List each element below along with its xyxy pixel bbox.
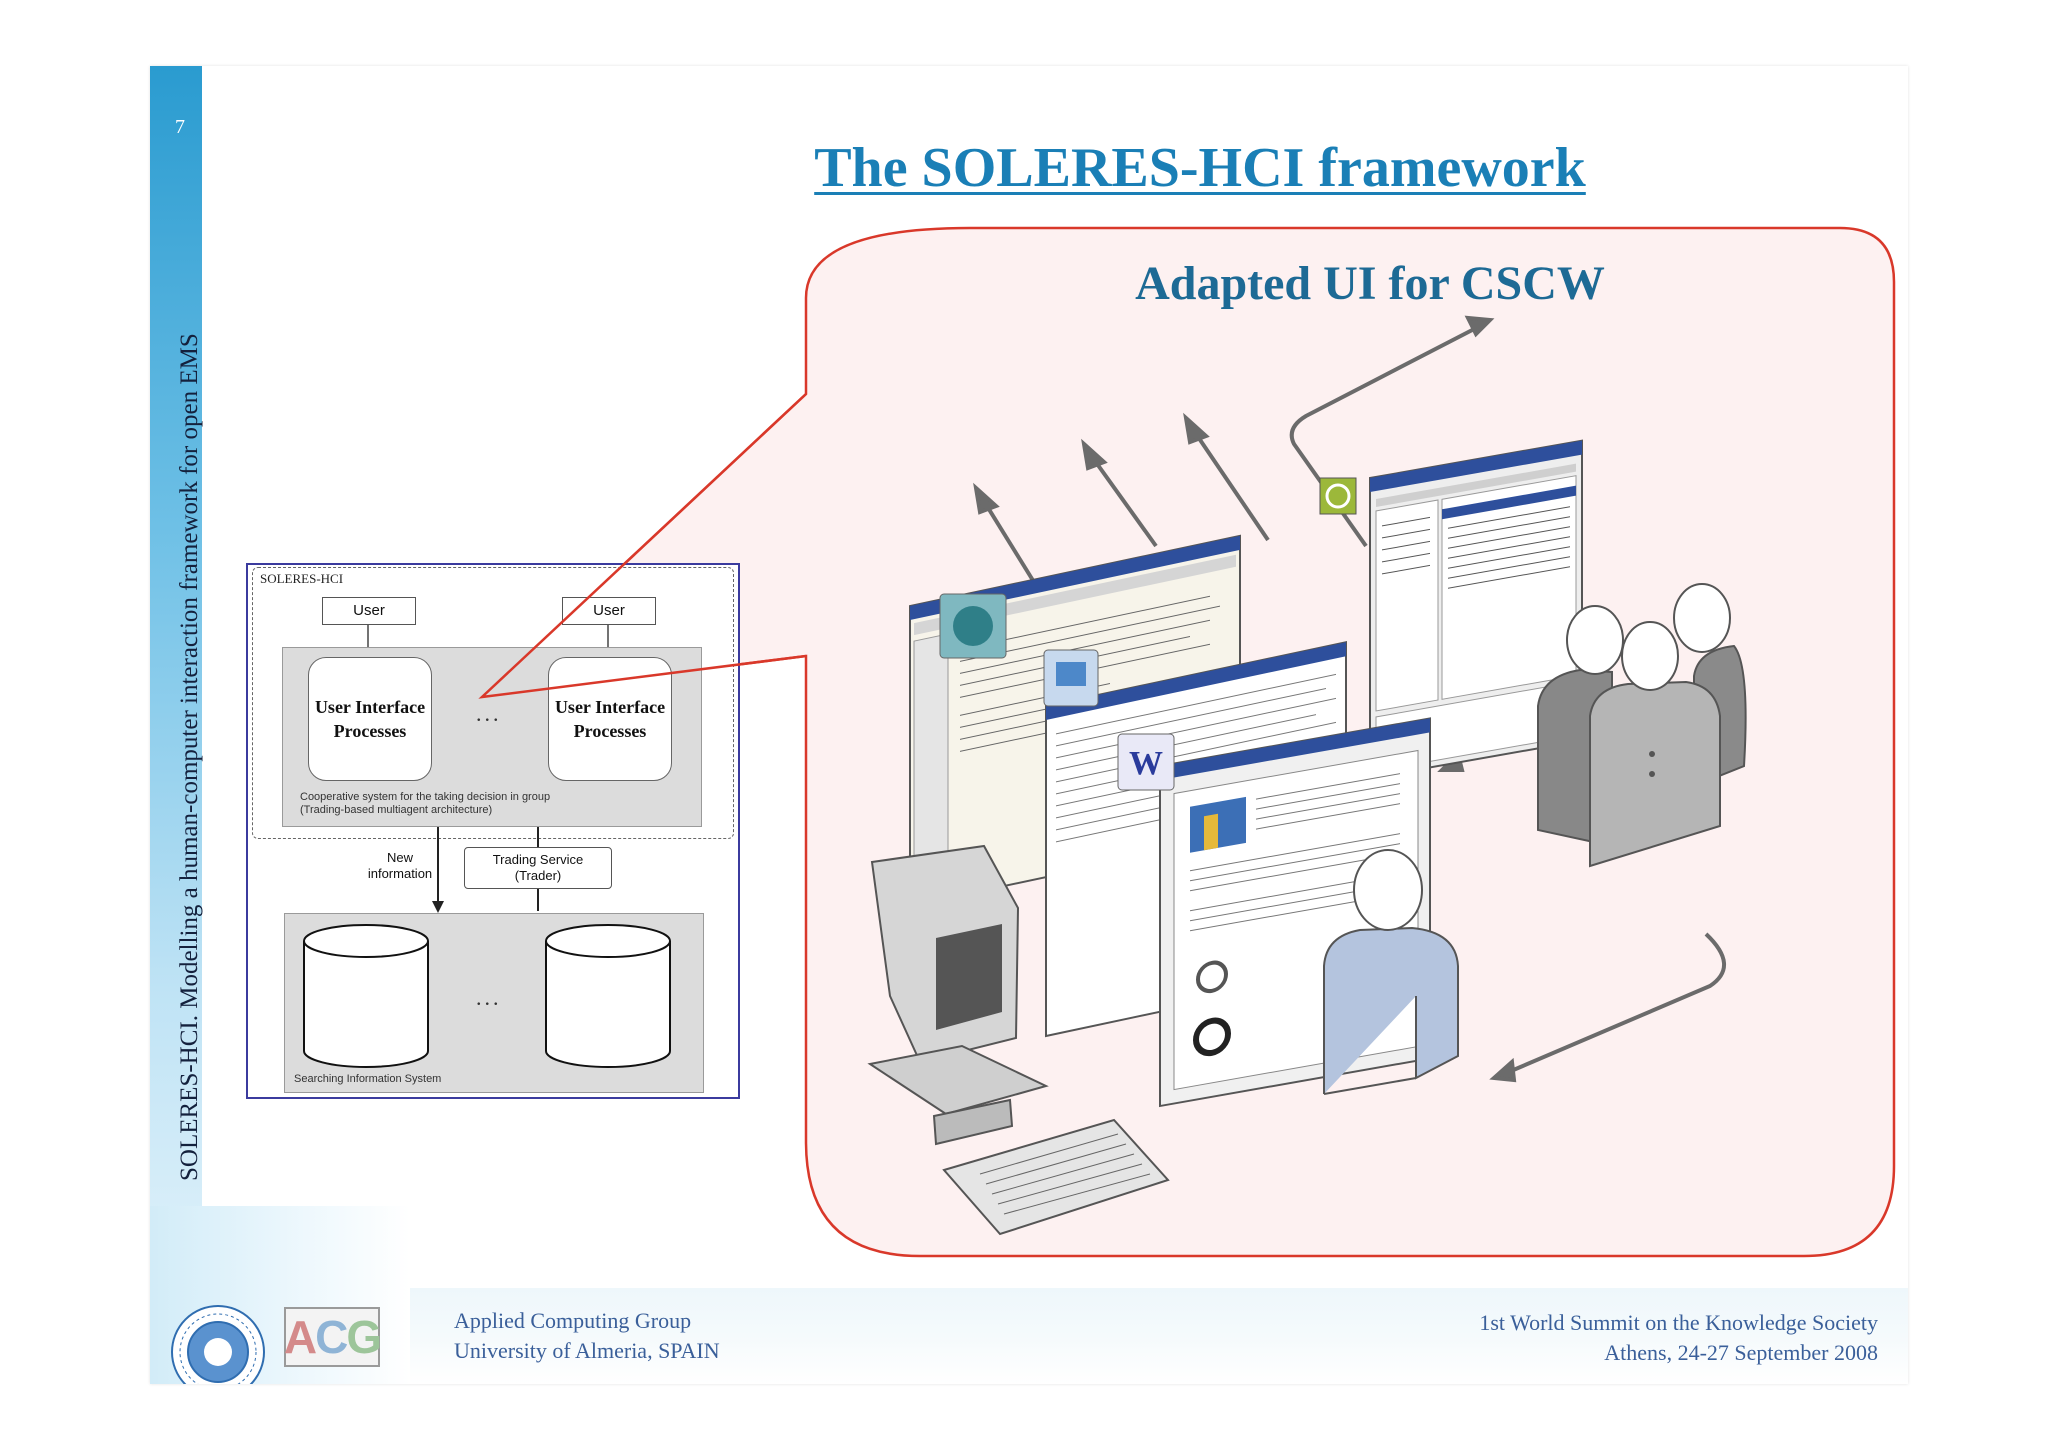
sidebar-band (150, 66, 202, 1384)
soleres-hci-label: SOLERES-HCI (260, 571, 344, 586)
email-window (1369, 439, 1583, 780)
new-information-label: New information (360, 850, 440, 881)
user-icon (1323, 849, 1459, 1095)
ui-process-right-label: User Interface Processes (554, 696, 666, 741)
architecture-diagram: SOLERES-HCI User User User Interface Pro… (246, 563, 740, 1099)
footer-band (150, 1288, 1908, 1384)
user-box-left: User (322, 597, 416, 625)
trading-service-line2: (Trader) (514, 868, 562, 883)
ui-process-left: User Interface Processes (308, 657, 432, 781)
ui-process-left-label: User Interface Processes (314, 696, 426, 741)
acg-logo-c: C (315, 1311, 348, 1363)
database-icon-left (303, 924, 429, 1068)
mail-app-icon (1319, 477, 1357, 515)
footer-event-name: 1st World Summit on the Knowledge Societ… (1479, 1310, 1878, 1335)
cooperative-caption-line2: (Trading-based multiagent architecture) (300, 804, 493, 817)
ellipsis-top: ... (476, 701, 502, 726)
footer-university: University of Almeria, SPAIN (454, 1337, 720, 1363)
word-app-icon (1117, 733, 1175, 791)
footer-institution: Applied Computing Group University of Al… (454, 1306, 720, 1365)
page-number: 7 (175, 116, 185, 138)
svg-text:W: W (1129, 745, 1163, 782)
footer-group: Applied Computing Group (454, 1308, 692, 1333)
ellipsis-bottom: ... (476, 985, 502, 1010)
new-information-line2: information (367, 865, 433, 881)
trading-service-box: Trading Service (Trader) (464, 847, 612, 889)
slide: 7 SOLERES-HCI. Modelling a human-compute… (150, 66, 1908, 1384)
trading-service-line1: Trading Service (492, 851, 584, 867)
cooperative-caption-line1: Cooperative system for the taking decisi… (300, 791, 551, 803)
footer-event: 1st World Summit on the Knowledge Societ… (1479, 1308, 1878, 1367)
user-group-icon (1537, 583, 1747, 868)
callout-title: Adapted UI for CSCW (1135, 257, 1605, 310)
acg-logo-g: G (346, 1311, 382, 1363)
slide-title: The SOLERES-HCI framework (814, 137, 1586, 199)
footer-event-place: Athens, 24-27 September 2008 (1604, 1339, 1878, 1365)
keyboard-icon (942, 1118, 1170, 1236)
acg-logo-a: A (283, 1311, 317, 1363)
callout-illustration: W (478, 226, 1896, 1258)
university-seal-icon (171, 1305, 265, 1384)
new-information-line1: New (386, 850, 413, 865)
cooperative-caption: Cooperative system for the taking decisi… (300, 791, 550, 817)
database-icons (303, 924, 671, 1068)
monitor-icon (867, 844, 1049, 1146)
database-icon-right (545, 924, 671, 1068)
searching-caption: Searching Information System (294, 1073, 442, 1085)
